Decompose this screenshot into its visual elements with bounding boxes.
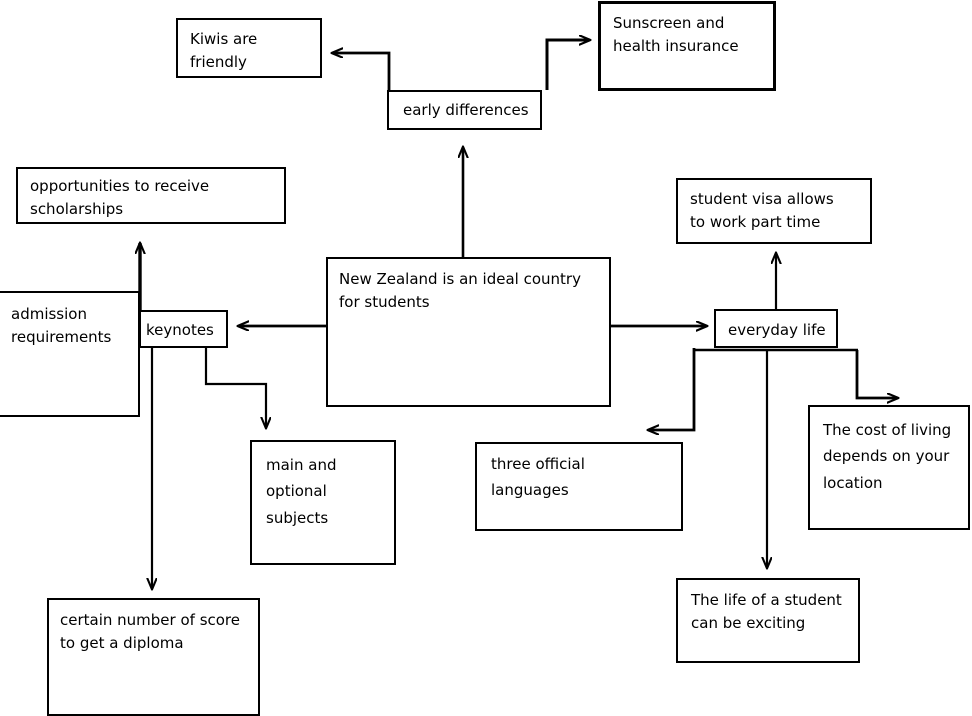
edge-everyday-life-to-cost-of-living: [855, 350, 898, 398]
node-the-life-of-a-student-can-be-exciting[interactable]: The life of a student can be exciting: [676, 578, 860, 663]
node-kiwis-are-friendly[interactable]: Kiwis are friendly: [176, 18, 322, 78]
edge-keynotes-to-main-optional: [204, 348, 266, 428]
node-new-zealand-is-an-ideal-country-for-students[interactable]: New Zealand is an ideal country for stud…: [326, 257, 611, 407]
node-main-and-optional-subjects[interactable]: main and optional subjects: [250, 440, 396, 565]
node-certain-number-of-score-to-get-a-diploma[interactable]: certain number of score to get a diploma: [47, 598, 260, 716]
node-opportunities-to-receive-scholarships[interactable]: opportunities to receive scholarships: [16, 167, 286, 224]
node-three-official-languages[interactable]: three official languages: [475, 442, 683, 531]
node-keynotes[interactable]: keynotes: [139, 310, 228, 348]
node-sunscreen-and-health-insurance[interactable]: Sunscreen and health insurance: [598, 1, 776, 91]
edge-early-differences-to-kiwis: [332, 53, 391, 90]
node-everyday-life[interactable]: everyday life: [714, 309, 838, 348]
node-student-visa-allows-to-work-part-time[interactable]: student visa allows to work part time: [676, 178, 872, 244]
edge-early-differences-to-sunscreen: [545, 40, 590, 90]
node-early-differences[interactable]: early differences: [387, 90, 542, 130]
node-admission-requirements[interactable]: admission requirements: [0, 291, 140, 417]
edge-everyday-life-to-three-languages: [648, 348, 696, 430]
node-the-cost-of-living-depends-on-your-location[interactable]: The cost of living depends on your locat…: [808, 405, 970, 530]
